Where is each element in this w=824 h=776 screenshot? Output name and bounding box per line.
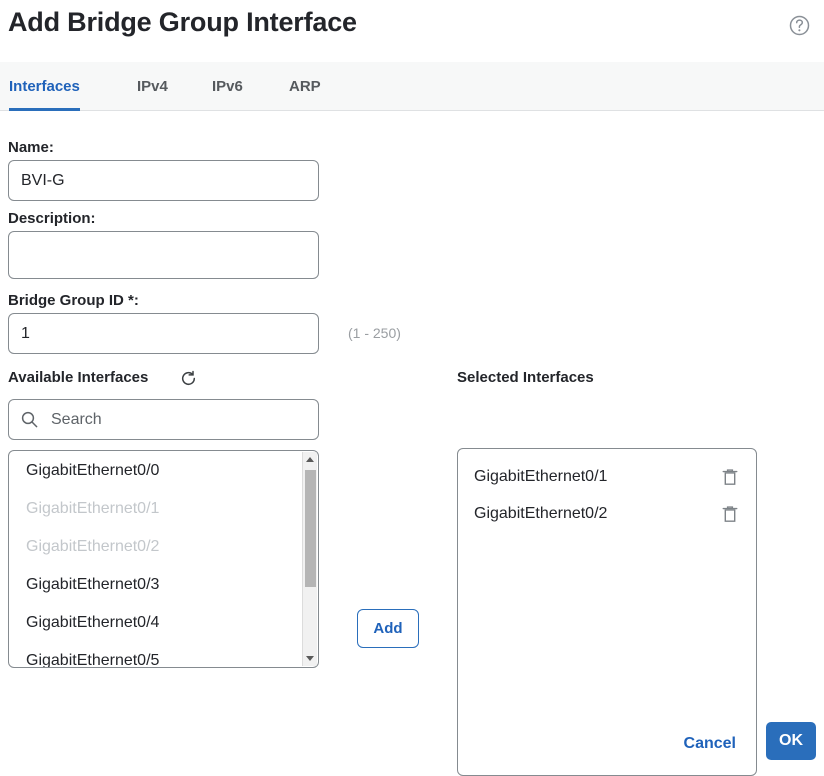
trash-icon[interactable]	[722, 505, 738, 523]
bridge-group-id-label: Bridge Group ID *:	[8, 292, 139, 309]
tab-ipv6[interactable]: IPv6	[212, 62, 243, 111]
list-item[interactable]: GigabitEthernet0/1	[458, 458, 756, 495]
refresh-icon[interactable]	[180, 370, 197, 387]
description-input[interactable]	[8, 231, 319, 279]
tab-label: IPv4	[137, 78, 168, 95]
add-button[interactable]: Add	[357, 609, 419, 648]
tab-label: ARP	[289, 78, 321, 95]
ok-button[interactable]: OK	[766, 722, 816, 760]
search-icon	[21, 411, 38, 428]
list-item[interactable]: GigabitEthernet0/4	[10, 604, 302, 642]
list-item[interactable]: GigabitEthernet0/2	[458, 495, 756, 532]
bridge-group-id-range-hint: (1 - 250)	[348, 325, 401, 341]
list-item-label: GigabitEthernet0/2	[474, 505, 608, 522]
dialog-footer: Cancel OK	[0, 712, 824, 776]
cancel-button[interactable]: Cancel	[680, 728, 740, 760]
list-item-label: GigabitEthernet0/1	[474, 468, 608, 485]
tab-label: Interfaces	[9, 78, 80, 95]
list-item-label: GigabitEthernet0/0	[26, 462, 160, 479]
list-item: GigabitEthernet0/2	[10, 528, 302, 566]
selected-interfaces-label: Selected Interfaces	[457, 369, 594, 386]
available-interfaces-label: Available Interfaces	[8, 369, 149, 386]
search-input[interactable]	[49, 400, 311, 439]
help-circle-icon[interactable]	[789, 15, 810, 36]
tab-label: IPv6	[212, 78, 243, 95]
list-item-label: GigabitEthernet0/1	[26, 500, 160, 517]
description-label: Description:	[8, 210, 96, 227]
list-item[interactable]: GigabitEthernet0/5	[10, 642, 302, 668]
list-item-label: GigabitEthernet0/5	[26, 652, 160, 668]
scrollbar-thumb[interactable]	[305, 470, 316, 587]
list-item[interactable]: GigabitEthernet0/0	[10, 452, 302, 490]
tab-ipv4[interactable]: IPv4	[137, 62, 168, 111]
tab-arp[interactable]: ARP	[289, 62, 321, 111]
list-item-label: GigabitEthernet0/4	[26, 614, 160, 631]
search-box[interactable]	[8, 399, 319, 440]
bridge-group-id-input[interactable]	[8, 313, 319, 354]
tab-interfaces[interactable]: Interfaces	[9, 62, 80, 111]
tab-bar: Interfaces IPv4 IPv6 ARP	[0, 62, 824, 111]
list-item-label: GigabitEthernet0/3	[26, 576, 160, 593]
scroll-down-arrow-icon[interactable]	[303, 651, 317, 666]
selected-interfaces-list: GigabitEthernet0/1 GigabitEthernet0/2	[457, 448, 757, 776]
trash-icon[interactable]	[722, 468, 738, 486]
list-item-label: GigabitEthernet0/2	[26, 538, 160, 555]
name-input[interactable]	[8, 160, 319, 201]
list-item: GigabitEthernet0/1	[10, 490, 302, 528]
scrollbar[interactable]	[302, 452, 317, 666]
scroll-up-arrow-icon[interactable]	[303, 452, 317, 467]
page-title: Add Bridge Group Interface	[8, 7, 357, 37]
name-label: Name:	[8, 139, 54, 156]
dialog-header: Add Bridge Group Interface	[0, 0, 824, 62]
available-interfaces-list[interactable]: GigabitEthernet0/0 GigabitEthernet0/1 Gi…	[8, 450, 319, 668]
list-item[interactable]: GigabitEthernet0/3	[10, 566, 302, 604]
